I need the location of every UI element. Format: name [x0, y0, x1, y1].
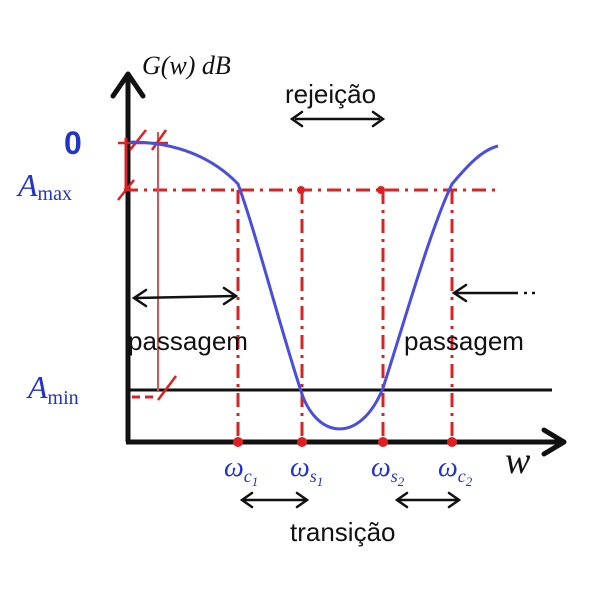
slash-top-b: [150, 129, 168, 151]
a-min-main: A: [26, 369, 48, 405]
wc1-omega: ω: [224, 452, 244, 483]
ws1-idx: 1: [317, 474, 324, 489]
a-min-label: Amin: [26, 369, 79, 409]
ws2-top-dot: [377, 186, 385, 194]
rejection-arrowhead-left: [289, 110, 304, 128]
ws1-omega: ω: [290, 452, 310, 483]
wc2-label: ωc2: [438, 452, 473, 489]
transition-arrow-left-head-r: [295, 491, 310, 509]
transition-label: transição: [290, 517, 396, 547]
ws2-omega: ω: [371, 452, 391, 483]
ws2-idx: 2: [398, 474, 405, 489]
slash-max: [117, 179, 135, 201]
slash-min: [157, 375, 177, 401]
wc1-idx: 1: [252, 474, 259, 489]
x-axis-label: w: [505, 440, 531, 482]
x-axis-arrowhead: [541, 427, 567, 457]
pass-left-arrow: [135, 294, 235, 300]
a-max-sub: max: [38, 183, 72, 205]
slash-top-a: [129, 129, 147, 151]
wc1-sub: c: [244, 466, 252, 486]
transition-arrow-right-head-r: [447, 491, 462, 509]
ws1-top-dot: [297, 186, 305, 194]
ws1-label: ωs1: [290, 452, 323, 489]
ws2-axis-dot: [378, 437, 388, 447]
y-axis-arrowhead: [110, 71, 146, 99]
response-curve: [129, 140, 499, 431]
wc2-omega: ω: [438, 452, 458, 483]
a-min-sub: min: [48, 387, 79, 409]
wc1-axis-dot: [233, 437, 243, 447]
rejection-label: rejeição: [285, 79, 376, 109]
pass-right-arrowhead: [451, 283, 468, 303]
ws2-label: ωs2: [371, 452, 405, 489]
ws1-sub: s: [310, 466, 317, 486]
wc2-idx: 2: [466, 474, 473, 489]
transition-arrow-left-head-l: [239, 491, 254, 509]
wc2-axis-dot: [447, 437, 457, 447]
pass-right-label: passagem: [404, 326, 524, 356]
a-max-main: A: [16, 167, 38, 203]
ws1-axis-dot: [297, 437, 307, 447]
pass-left-arrowhead-left: [131, 288, 148, 308]
wc1-label: ωc1: [224, 452, 258, 489]
y-axis-label: G(w) dB: [142, 51, 231, 80]
pass-left-arrowhead-right: [222, 286, 239, 306]
zero-label: 0: [64, 125, 82, 161]
wc2-sub: c: [458, 466, 466, 486]
ws2-sub: s: [391, 466, 398, 486]
a-max-label: Amax: [16, 167, 72, 205]
pass-left-label: passagem: [128, 326, 248, 356]
transition-arrow-right-head-l: [394, 491, 409, 509]
rejection-arrowhead-right: [371, 110, 386, 128]
